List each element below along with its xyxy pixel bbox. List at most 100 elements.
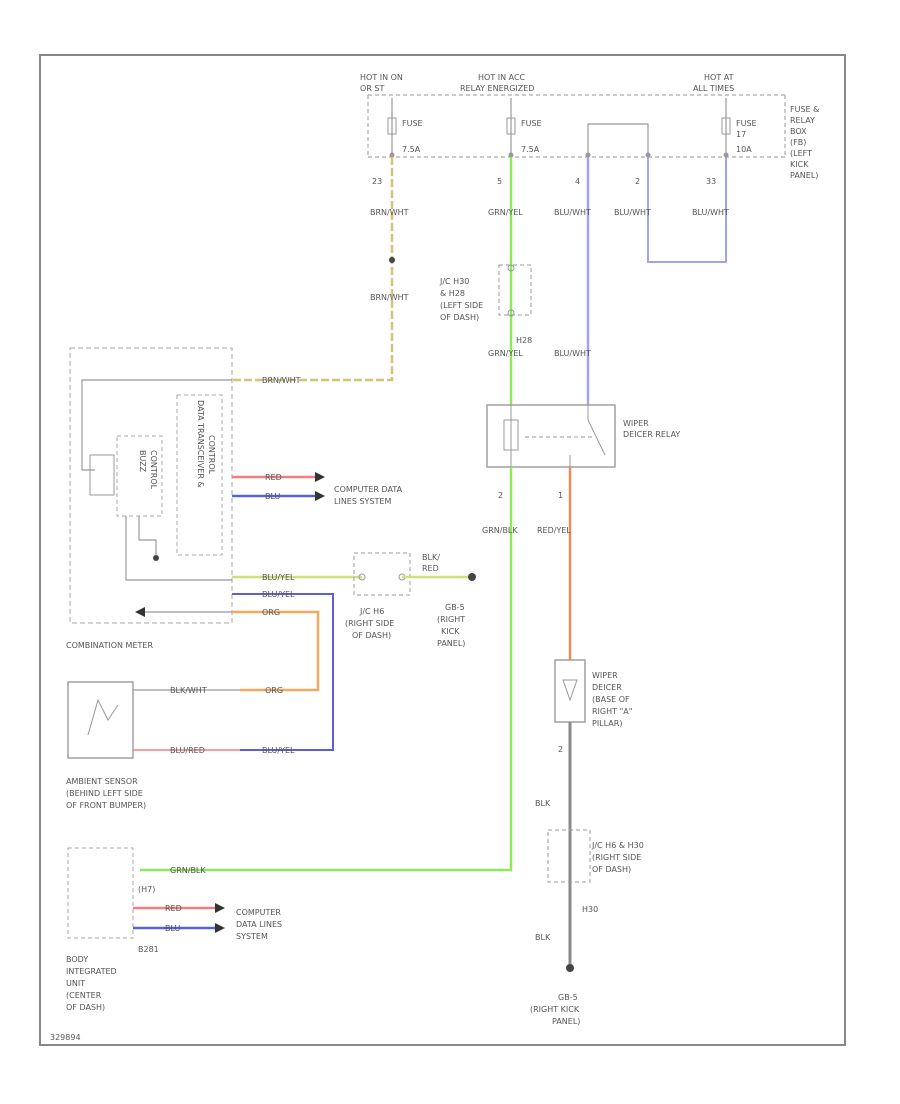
wire-label-brn-wht-2: BRN/WHT — [370, 293, 409, 302]
junction-h6 — [353, 552, 411, 596]
jc3-3: OF DASH) — [592, 865, 631, 874]
blk-red-jc-2: RED — [422, 564, 439, 573]
diagram-frame — [39, 54, 846, 1046]
wire-blu-yel-sensor — [232, 593, 334, 751]
wire-label-blu-wht-1: BLU/WHT — [554, 208, 591, 217]
wire-label-org: ORG — [262, 608, 280, 617]
wire-label-blu-red: BLU/RED — [170, 746, 205, 755]
hot-right-label-2: ALL TIMES — [693, 84, 734, 93]
hot-left-label-2: OR ST — [360, 84, 384, 93]
jc3-code: H30 — [582, 905, 598, 914]
jc3-1: J/C H6 & H30 — [591, 841, 644, 850]
fuse-box-label-3: BOX — [790, 127, 807, 136]
comp-data-1: COMPUTER DATA — [334, 485, 403, 494]
wire-label-blk-wht: BLK/WHT — [170, 686, 207, 695]
wire-label-red-biu: RED — [165, 904, 182, 913]
wire-org — [232, 610, 320, 692]
wiper-deicer-relay — [486, 404, 616, 468]
wire-label-blu-wht-2: BLU/WHT — [554, 349, 591, 358]
relay-pin-2: 2 — [498, 491, 503, 500]
wire-label-grn-yel-1: GRN/YEL — [488, 208, 523, 217]
wire-label-blu-biu: BLU — [165, 924, 181, 933]
fuse-relay-box — [367, 94, 786, 158]
wire-label-grn-blk-2: GRN/BLK — [170, 866, 206, 875]
relay-name-1: WIPER — [623, 419, 649, 428]
deicer-2: DEICER — [592, 683, 622, 692]
wire-label-red-yel: RED/YEL — [537, 526, 571, 535]
junction-h28 — [498, 264, 532, 317]
fuse-b-amp: 7.5A — [521, 145, 540, 154]
body-integrated-unit — [67, 847, 134, 939]
gnd-1: GB-5 — [558, 993, 578, 1002]
biu-2: INTEGRATED — [66, 967, 117, 976]
wire-label-blk-2: BLK — [535, 933, 551, 942]
biu-5: OF DASH) — [66, 1003, 105, 1012]
pin-33: 33 — [706, 177, 716, 186]
hot-left-label: HOT IN ON — [360, 73, 403, 82]
combination-meter — [69, 347, 233, 624]
fuse-box-label-7: PANEL) — [790, 171, 818, 180]
jc1-loc-3: OF DASH) — [440, 313, 479, 322]
fuse-box-label-6: KICK — [790, 160, 809, 169]
meter-inner-4: CONTROL — [207, 435, 216, 475]
relay-pin-1: 1 — [558, 491, 563, 500]
pin-4: 4 — [575, 177, 580, 186]
junction-h30 — [547, 829, 591, 883]
biu-3: UNIT — [66, 979, 85, 988]
comp-data-b2: DATA LINES — [236, 920, 282, 929]
gb-label-3: KICK — [441, 627, 460, 636]
jc1-loc-2: (LEFT SIDE — [440, 301, 483, 310]
jc1-loc-1: & H28 — [440, 289, 465, 298]
gb-label-4: PANEL) — [437, 639, 465, 648]
fuse-box-label-4: (FB) — [790, 138, 806, 147]
gnd-3: PANEL) — [552, 1017, 580, 1026]
wire-label-grn-blk-1: GRN/BLK — [482, 526, 518, 535]
pin-5: 5 — [497, 177, 502, 186]
wire-label-blu-meter: BLU — [265, 492, 281, 501]
wire-label-org-sensor: ORG — [265, 686, 283, 695]
jc2-loc-1: (RIGHT SIDE — [345, 619, 394, 628]
biu-code-2: B281 — [138, 945, 159, 954]
wire-label-red-meter: RED — [265, 473, 282, 482]
footer-code: 329894 — [50, 1033, 81, 1042]
fuse-c-amp: 10A — [736, 145, 752, 154]
fuse-b-label: FUSE — [521, 119, 542, 128]
wire-brn-wht — [232, 157, 394, 382]
fuse-c-number: 17 — [736, 130, 746, 139]
gb-label-1: GB-5 — [445, 603, 465, 612]
comp-data-2: LINES SYSTEM — [334, 497, 391, 506]
fuse-a-label: FUSE — [402, 119, 423, 128]
blk-red-jc: BLK/ — [422, 553, 440, 562]
sensor-2: (BEHIND LEFT SIDE — [66, 789, 143, 798]
fuse-a-amp: 7.5A — [402, 145, 421, 154]
fuse-box-label-2: RELAY — [790, 116, 815, 125]
wire-label-blu-yel: BLU/YEL — [262, 573, 295, 582]
meter-inner-2: CONTROL — [149, 450, 158, 490]
wire-label-blu-wht-4: BLU/WHT — [692, 208, 729, 217]
jc1-name: J/C H30 — [439, 277, 469, 286]
wire-label-brn-wht-3: BRN/WHT — [262, 376, 301, 385]
wire-label-blu-yel-sensor: BLU/YEL — [262, 746, 295, 755]
fuse-box-label-5: (LEFT — [790, 149, 812, 158]
jc2-name: J/C H6 — [359, 607, 384, 616]
wire-label-blu-yel-2: BLU/YEL — [262, 590, 295, 599]
comp-data-b1: COMPUTER — [236, 908, 281, 917]
fuse-c-label: FUSE — [736, 119, 757, 128]
biu-4: (CENTER — [66, 991, 102, 1000]
relay-name-2: DEICER RELAY — [623, 430, 680, 439]
hot-mid-label-2: RELAY ENERGIZED — [460, 84, 534, 93]
meter-inner-3: DATA TRANSCEIVER & — [196, 400, 205, 488]
pin-23: 23 — [372, 177, 382, 186]
jc3-2: (RIGHT SIDE — [592, 853, 641, 862]
gnd-2: (RIGHT KICK — [530, 1005, 580, 1014]
wire-label-grn-yel-2: GRN/YEL — [488, 349, 523, 358]
ambient-sensor — [67, 681, 134, 759]
biu-code: (H7) — [138, 885, 155, 894]
wire-label-blu-wht-3: BLU/WHT — [614, 208, 651, 217]
wire-grn-blk — [140, 467, 513, 872]
pin-2: 2 — [635, 177, 640, 186]
wire-label-brn-wht-1: BRN/WHT — [370, 208, 409, 217]
deicer-5: PILLAR) — [592, 719, 622, 728]
